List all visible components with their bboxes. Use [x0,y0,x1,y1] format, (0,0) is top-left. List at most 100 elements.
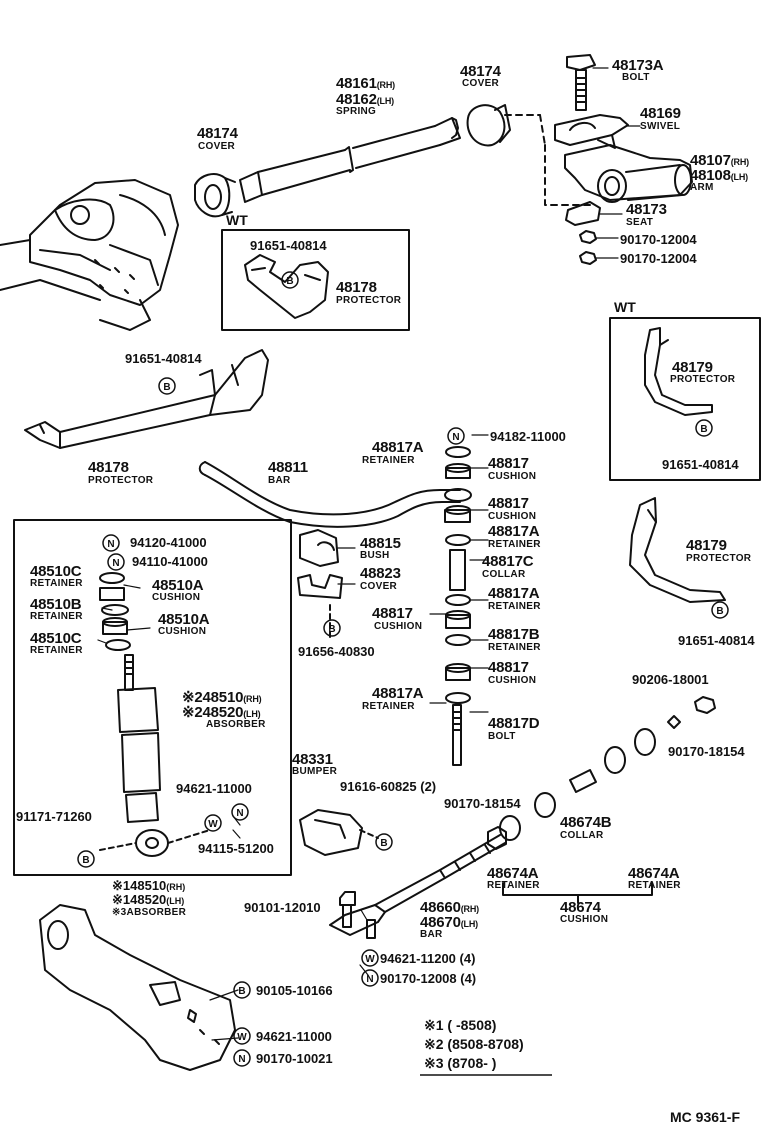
part-code-91651-40814-a: 91651-40814 [250,238,327,253]
part-name-seat: SEAT [626,217,654,228]
part-code-91651-40814-c: 91651-40814 [662,457,739,472]
part-number-48817-2: 48817 [488,495,529,512]
part-number-48811: 48811 [268,459,308,476]
part-name-protector-box: PROTECTOR [670,374,736,385]
part-name-collar-48674b: COLLAR [560,830,604,841]
part-number-48674: 48674 [560,899,601,916]
part-name-bush: BUSH [360,550,390,561]
note-2: ※2 (8508-8708) [424,1036,524,1052]
protector-48178-drawing [24,349,269,449]
svg-text:B: B [163,382,170,393]
part-name-cushion-48510a-2: CUSHION [158,626,207,637]
lower-frame-drawing [39,904,236,1071]
part-number-48817a-3: 48817A [488,585,540,602]
part-number-48162: 48162(LH) [336,91,394,108]
part-name-bolt-d: BOLT [488,731,516,742]
part-name-cushion-48674: CUSHION [560,914,609,925]
part-name-absorber-outer: ※3ABSORBER [112,907,187,918]
svg-text:N: N [366,974,373,985]
diagram-code: MC 9361-F [670,1109,741,1125]
svg-text:N: N [236,808,243,819]
part-name-collar: COLLAR [482,569,526,580]
bush-and-cover-drawing [297,529,343,641]
circle-symbol-letters: B B B B N B N N W N B B W N B W N [82,276,723,1065]
part-name-cushion-1: CUSHION [488,471,537,482]
part-number-48817a-4: 48817A [372,685,424,702]
part-name-absorber: ABSORBER [206,719,266,730]
part-code-94621-11200: 94621-11200 (4) [380,951,476,966]
part-number-48173: 48173 [626,201,667,218]
part-number-48817-4: 48817 [488,659,529,676]
svg-text:B: B [238,986,245,997]
part-number-48817a-1: 48817A [372,439,424,456]
svg-text:W: W [237,1032,247,1043]
part-name-retainer-1: RETAINER [362,455,415,466]
stabilizer-link-stack-drawing [444,446,472,766]
part-code-94115-51200: 94115-51200 [198,841,274,856]
part-name-cover-right: COVER [462,78,500,89]
strut-bar-48660-drawing [329,834,506,939]
part-code-94621-11000-c: 94621-11000 [256,1029,332,1044]
part-name-cover-48823: COVER [360,581,398,592]
part-code-90170-10021: 90170-10021 [256,1051,333,1066]
part-code-90170-12008: 90170-12008 (4) [380,971,477,986]
swivel-48169-drawing [554,114,629,149]
part-name-cushion-2: CUSHION [488,511,537,522]
part-code-91616-60825: 91616-60825 (2) [340,779,437,794]
part-name-bar: BAR [268,475,291,486]
part-name-retainer-3: RETAINER [488,601,541,612]
circle-symbols [77,271,729,1067]
wt-box-right [609,317,761,481]
part-code-94621-11000-a: 94621-11000 [176,781,252,796]
part-number-48520-lh-outer: ※148520(LH) [112,892,185,907]
part-number-48108: 48108(LH) [690,167,748,184]
part-name-protector: PROTECTOR [88,475,154,486]
svg-text:B: B [700,424,707,435]
part-name-retainer-4: RETAINER [362,701,415,712]
part-code-94182-11000: 94182-11000 [490,429,566,444]
bolt-48173a-drawing [566,54,596,111]
part-code-91651-40814-b: 91651-40814 [125,351,202,366]
part-number-48178: 48178 [88,459,129,476]
part-code-90170-12004-b: 90170-12004 [620,251,697,266]
part-name-retainer-48510c-2: RETAINER [30,645,83,656]
part-name-cover-left: COVER [198,141,236,152]
frame-knuckle-drawing [0,179,179,331]
cover-48174-right-drawing [466,104,541,147]
svg-text:N: N [112,558,119,569]
part-code-91656-40830: 91656-40830 [298,644,375,659]
wt-label-upper: WT [226,212,248,228]
part-code-94110-41000: 94110-41000 [132,554,208,569]
part-name-retainer-48510b: RETAINER [30,611,83,622]
arm-48107-drawing [539,114,693,206]
svg-text:B: B [82,855,89,866]
part-number-48178-upper: 48178 [336,279,377,296]
part-name-retainer-b: RETAINER [488,642,541,653]
svg-text:W: W [208,819,218,830]
svg-text:B: B [716,606,723,617]
part-code-90170-12004-a: 90170-12004 [620,232,697,247]
part-name-bumper: BUMPER [292,766,338,777]
part-number-48107: 48107(RH) [690,152,749,169]
protector-48179-drawing [629,497,726,603]
part-number-48817-1: 48817 [488,455,529,472]
part-number-48510-rh: ※248510(RH) [182,689,262,706]
svg-text:N: N [452,432,459,443]
wt-box-upper [221,229,410,331]
part-number-48510-rh-outer: ※148510(RH) [112,878,186,893]
part-code-90170-18154-a: 90170-18154 [444,796,521,811]
wt-label-right: WT [614,299,636,315]
part-number-48169: 48169 [640,105,681,122]
part-number-48179: 48179 [686,537,727,554]
part-number-48510c-1: 48510C [30,563,82,580]
part-name-bolt: BOLT [622,72,650,83]
torsion-spring-drawing [239,117,461,203]
part-number-48674a-2: 48674A [628,865,680,882]
svg-text:W: W [365,954,375,965]
part-number-48823: 48823 [360,565,401,582]
svg-text:B: B [286,276,293,287]
stabilizer-bar-48811-drawing [198,461,461,528]
bushing-48674-drawing [487,696,716,904]
part-number-48817c: 48817C [482,553,534,570]
